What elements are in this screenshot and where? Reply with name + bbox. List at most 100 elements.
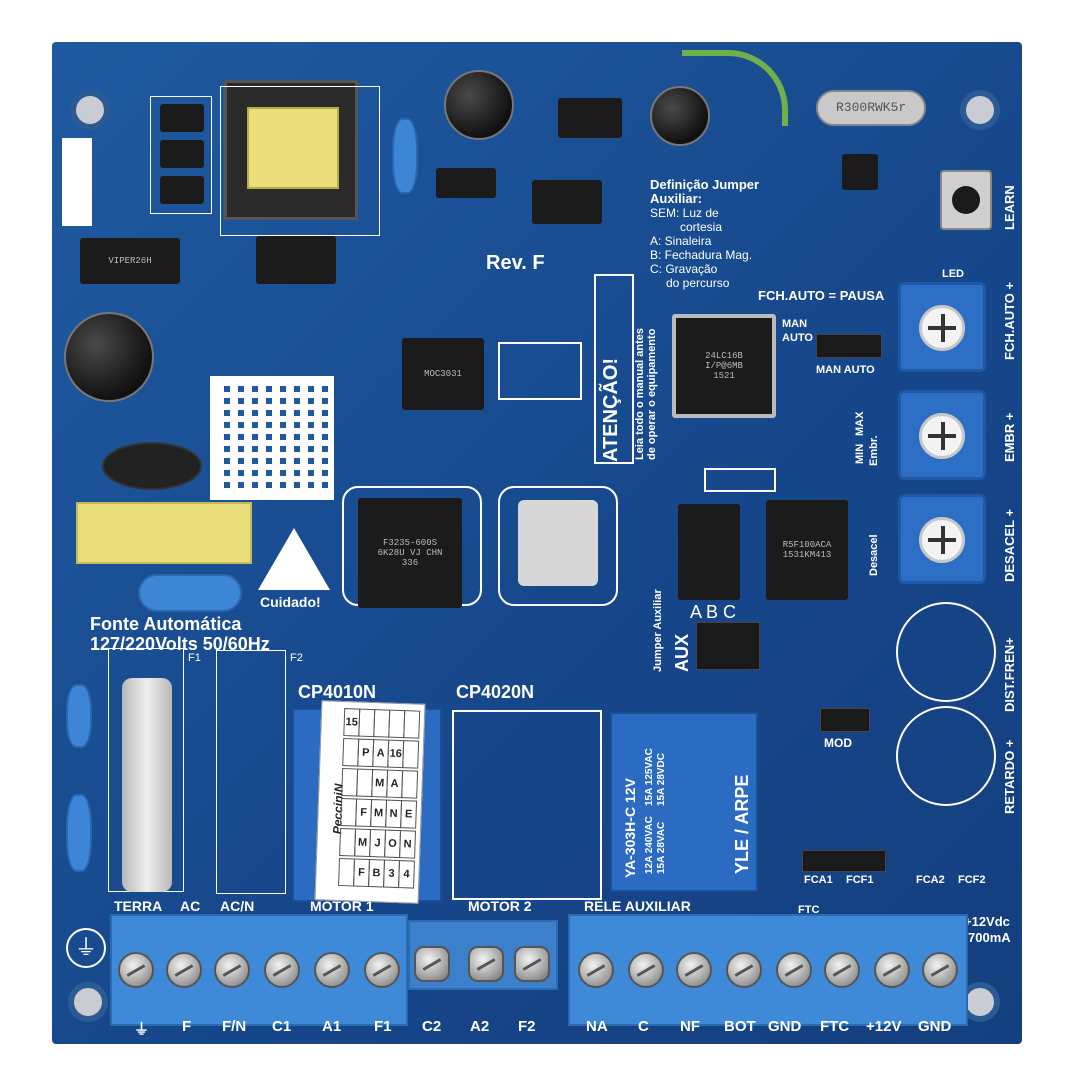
relay-k3-line: YA-303H-C 12V [622, 778, 638, 878]
screw-terminal[interactable] [676, 952, 712, 988]
power-spec: 127/220Volts 50/60Hz [90, 634, 270, 654]
caution-label: Cuidado! [260, 594, 321, 610]
screw-terminal[interactable] [468, 946, 504, 982]
varistor [138, 574, 242, 612]
screw-terminal[interactable] [922, 952, 958, 988]
ground-icon: ⏚ [66, 928, 106, 968]
man-label: MAN [782, 318, 808, 330]
mod-label: MOD [824, 736, 852, 750]
transistor-q3: F3235-600S 6K28U VJ CHN 336 [358, 498, 462, 608]
chip-u1-label: R5F100ACA 1531KM413 [782, 540, 832, 560]
jumper-line: cortesia [680, 220, 723, 234]
screw-terminal[interactable] [578, 952, 614, 988]
jumper-line: do percurso [666, 276, 730, 290]
supply-label: +12Vdc [964, 914, 1010, 929]
terminal-label: C [638, 1018, 649, 1035]
sticker-cell [403, 710, 421, 739]
screw-terminal[interactable] [364, 952, 400, 988]
terminal-label: C2 [422, 1018, 442, 1035]
diode-d5 [160, 140, 204, 168]
terminal-label: F [182, 1018, 192, 1035]
min-max-label: MAX [854, 411, 866, 436]
min-max-label: MIN [854, 443, 866, 464]
led-label: LED [942, 268, 964, 280]
power-title: Fonte Automática [90, 614, 242, 634]
mounting-hole [68, 982, 108, 1022]
embr-small-label: Embr. [868, 435, 880, 466]
sticker-cell: 4 [398, 860, 415, 889]
terminal-label: NA [586, 1018, 608, 1035]
terminal-block-power [110, 914, 408, 1026]
relay-k3-line: 15A 28VAC [656, 821, 667, 874]
man-auto-jumper[interactable] [816, 334, 882, 358]
jumper-definition-title: Definição Jumper Auxiliar: [650, 177, 760, 206]
terminal-label: A2 [470, 1018, 490, 1035]
capacitor-c20 [66, 684, 92, 748]
screw-terminal[interactable] [628, 952, 664, 988]
fca1-header[interactable] [802, 850, 886, 872]
section-motor2: MOTOR 2 [468, 898, 532, 914]
screw-terminal[interactable] [726, 952, 762, 988]
terminal-label: BOT [724, 1018, 756, 1035]
fuse-f1-label: F1 [188, 652, 201, 664]
potentiometer-embr[interactable] [898, 390, 986, 480]
desacel-small-label: Desacel [868, 534, 880, 576]
screw-terminal[interactable] [874, 952, 910, 988]
chip-u11-label: MOC3031 [424, 369, 462, 379]
chip-u8: VIPER26H [80, 238, 180, 284]
screw-terminal[interactable] [214, 952, 250, 988]
abc-label: A B C [690, 602, 737, 622]
chip-u7 [558, 98, 622, 138]
jumper-line: SEM: Luz de [650, 206, 719, 220]
ceramic-disc [102, 442, 202, 490]
jumper-line: A: Sinaleira [650, 234, 712, 248]
screw-terminal[interactable] [776, 952, 812, 988]
mod-jumper[interactable] [820, 708, 870, 732]
screw-terminal[interactable] [264, 952, 300, 988]
chip-u5-label: 24LC16B I/P@6MB 1521 [705, 351, 743, 381]
fuse-f2-outline [216, 650, 286, 894]
fuse-f2-label: F2 [290, 652, 303, 664]
screw-terminal[interactable] [824, 952, 860, 988]
screw-terminal[interactable] [118, 952, 154, 988]
learn-label: LEARN [1002, 185, 1017, 230]
crystal-x1: R300RWK5r [816, 90, 926, 126]
chip-u3 [256, 236, 336, 284]
potentiometer-fch-auto[interactable] [898, 282, 986, 372]
warning-line2: de operar o equipamento [646, 328, 658, 460]
fca2-label: FCA2 [916, 874, 945, 886]
screw-terminal[interactable] [314, 952, 350, 988]
trimmer-tr2 [896, 706, 996, 806]
section-ac: AC [180, 898, 201, 914]
screw-terminal[interactable] [514, 946, 550, 982]
side-label-dist-fren: DIST.FREN+ [1002, 637, 1017, 712]
section-motor1: MOTOR 1 [310, 898, 374, 914]
diode-d3 [160, 104, 204, 132]
mounting-hole [70, 90, 110, 130]
cp4020-label: CP4020N [456, 682, 535, 702]
terminal-label: NF [680, 1018, 700, 1035]
terminal-label: F2 [518, 1018, 536, 1035]
learn-button[interactable] [940, 170, 992, 230]
chip-u10 [532, 180, 602, 224]
terminal-label: A1 [322, 1018, 342, 1035]
aux-jumper-block[interactable] [696, 622, 760, 670]
screw-terminal[interactable] [414, 946, 450, 982]
transistor-q4-pad [518, 500, 598, 586]
relay-k3-line: YLE / ARPE [732, 774, 752, 874]
screw-terminal[interactable] [166, 952, 202, 988]
capacitor-c22 [64, 312, 154, 402]
chip-q3-label: F3235-600S 6K28U VJ CHN 336 [377, 538, 443, 568]
chip-u8-label: VIPER26H [108, 256, 152, 266]
sticker-cell: E [400, 800, 418, 829]
chip-u2 [678, 504, 740, 600]
relay-k3-line: 15A 125VAC [644, 748, 655, 806]
terminal-label: FTC [820, 1018, 850, 1035]
ftc-label: FTC [798, 904, 820, 916]
ceramic-capacitor [392, 118, 418, 194]
terminal-label: GND [768, 1018, 802, 1035]
capacitor-c27 [444, 70, 514, 140]
potentiometer-desacel[interactable] [898, 494, 986, 584]
section-rele: RELE AUXILIAR [584, 898, 691, 914]
